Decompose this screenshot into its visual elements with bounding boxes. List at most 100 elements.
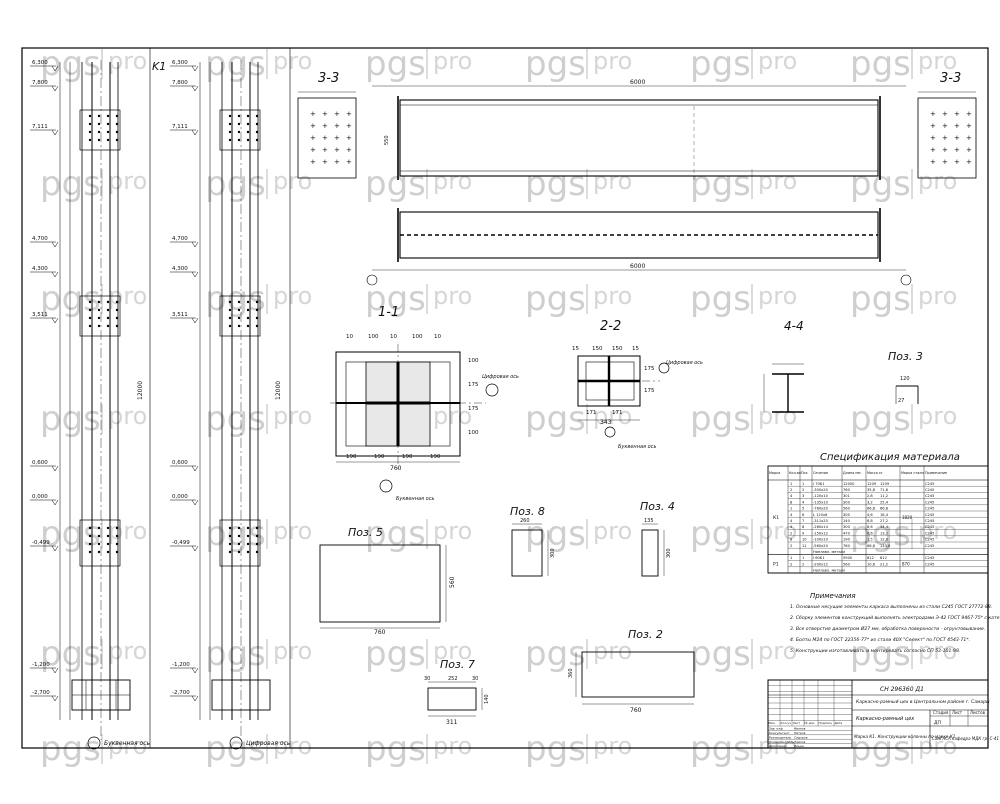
spec-mass-unit: 66,8 [867,544,876,548]
section-2-2-letter-caption: Буквенная ось [618,444,656,450]
spec-pos: 11 [802,544,807,548]
watermark-suffix: pro [758,167,797,195]
spec-mass-unit: 3,2 [867,500,873,504]
spec-mass-total: 812 [880,556,887,560]
watermark-brand: pgs [40,634,101,674]
pos8-height: 300 [550,548,556,558]
elevation-mark: -1,200 [172,662,190,668]
beam-section-3-3: 3-3 3-3 6000 6000 550 [297,71,977,286]
watermark-suffix: pro [108,517,147,545]
pos2-title: Поз. 2 [628,628,663,641]
spec-title: Спецификация материала [820,452,960,463]
watermark-suffix: pro [108,167,147,195]
section-2-2-top-dim: 15 [632,346,639,352]
title-block: СН 296360 Д1 Каркасно-рамный цех в Центр… [767,679,999,749]
spec-steel: C245 [925,494,934,498]
section-3-3-label-left: 3-3 [318,71,339,86]
svg-text:+: + [310,110,316,118]
svg-text:+: + [966,146,972,154]
elevation-mark: 7,111 [32,124,48,130]
spec-mass-unit: 1,5 [867,538,873,542]
elevation-mark: -0,499 [172,540,190,546]
spec-mark: К1 [773,515,779,521]
stamp-role: Руководитель [769,735,791,739]
spec-length: 190 [843,538,851,542]
column-view-1: K1 12000 Буквенная ось [59,60,166,750]
svg-text:+: + [310,122,316,130]
watermark-brand: pgs [850,514,911,554]
pos3-dim-1: 120 [900,376,910,382]
svg-text:+: + [942,134,948,142]
section-2-2-top-dim: 150 [612,346,623,352]
pos4-height: 300 [666,548,672,558]
watermark-brand: pgs [205,514,266,554]
svg-text:+: + [966,134,972,142]
watermark-suffix: pro [918,517,957,545]
watermark-suffix: pro [758,637,797,665]
elevation-mark: 0,000 [32,494,48,500]
watermark-brand: pgs [40,399,101,439]
section-1-1-digit-caption: Цифровая ось [482,374,519,380]
section-1-1-top-dim: 10 [434,334,441,340]
svg-text:+: + [310,146,316,154]
watermark-suffix: pro [273,47,312,75]
stamp-col-header: Дата [835,721,843,725]
spec-header: Примечание [925,471,947,475]
spec-section: L 125x8 [813,513,828,517]
section-1-1-side-dim: 175 [468,382,479,388]
watermark-suffix: pro [433,402,472,430]
pos5-title: Поз. 5 [348,526,383,539]
section-2-2-top-dim: 15 [572,346,579,352]
spec-section: -300x20 [813,488,829,492]
watermark-suffix: pro [758,282,797,310]
spec-length: 760 [843,544,851,548]
spec-header: Длина мм [843,471,861,475]
watermark-suffix: pro [273,517,312,545]
watermark-suffix: pro [433,637,472,665]
watermark-suffix: pro [758,732,797,760]
note-item: 4. Болты М24 по ГОСТ 22356-77* из стали … [790,637,970,643]
stamp-org: СамГАСА кафедра МДК гр. С-41 [932,736,999,741]
elevation-mark: -2,700 [32,690,50,696]
watermark-suffix: pro [593,637,632,665]
spec-pos: 7 [802,519,804,523]
section-1-1: 1-1 Цифровая ось Буквенная ось 760 [330,305,519,502]
stamp-sheets-label: Листов [970,710,986,715]
spec-steel: C245 [925,544,934,548]
pos7-top-3: 30 [472,676,478,682]
beam-height-dim: 550 [384,135,390,145]
note-item: 3. Все отверстия диаметром Ø27 мм, обраб… [790,625,985,632]
watermark-suffix: pro [273,167,312,195]
note-item: 5. Конструкции изготавливать и монтирова… [790,648,960,654]
section-2-2-side-dim: 175 [644,366,655,372]
watermark-brand: pgs [690,634,751,674]
stamp-name: Сидоров [794,735,808,739]
watermark-brand: pgs [205,399,266,439]
spec-header: Сечение [813,471,828,475]
spec-steel: C245 [925,531,934,535]
spec-steel: C245 [925,519,934,523]
spec-section: -260x14 [813,525,829,529]
spec-qty: 8 [790,538,793,542]
spec-mass-unit: 6,8 [867,519,873,523]
svg-text:+: + [966,122,972,130]
pos7-top-2: 252 [448,676,458,682]
watermark-brand: pgs [525,44,586,84]
spec-pos: 2 [802,488,804,492]
section-1-1-bottom-dim: 190 [374,454,385,460]
watermark-brand: pgs [40,279,101,319]
spec-length: 300 [843,513,851,517]
watermark-brand: pgs [205,164,266,204]
pos2-width: 760 [630,707,642,714]
spec-header: Поз. [801,471,809,475]
watermark-suffix: pro [433,47,472,75]
section-1-1-total-dim: 760 [390,465,402,472]
pos7-width: 311 [446,719,458,726]
spec-pos: 8 [802,525,805,529]
spec-length: 301 [843,494,850,498]
beam-plan-dim: 6000 [630,263,645,270]
spec-length: 760 [843,488,851,492]
